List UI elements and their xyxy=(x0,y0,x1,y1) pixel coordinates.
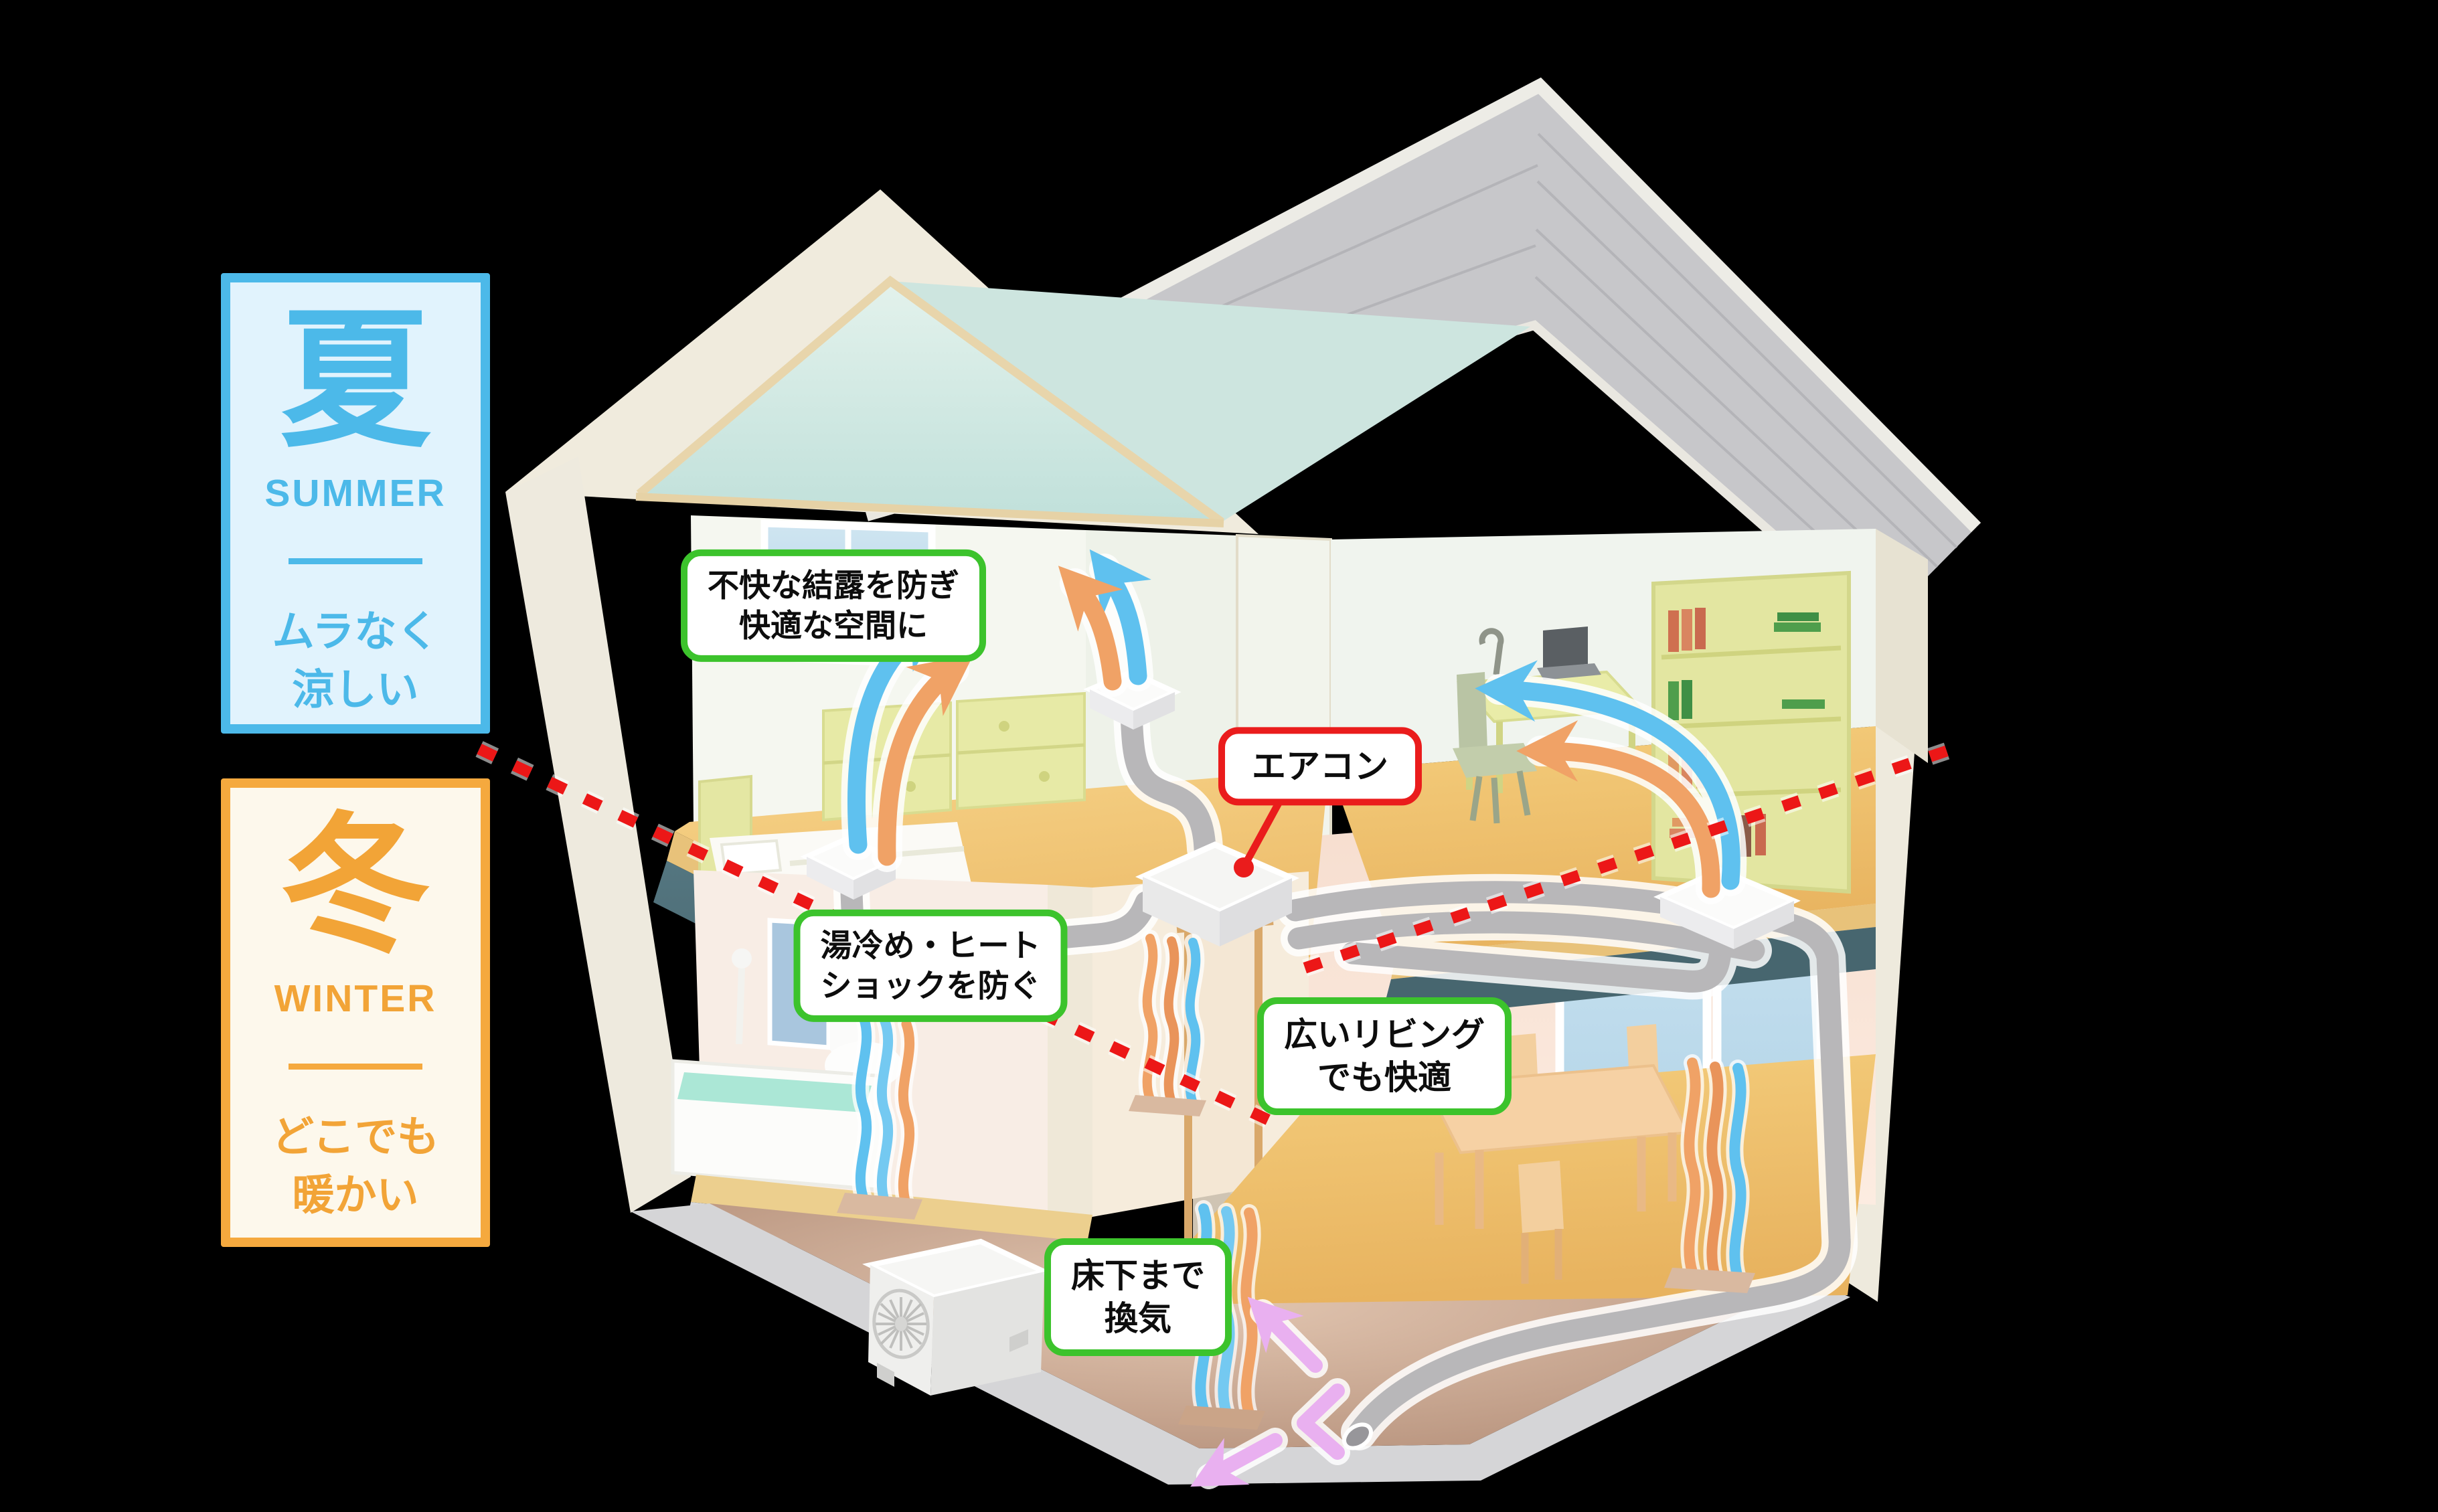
summer-description: ムラなく 涼しい xyxy=(272,608,439,714)
attic-floor-trim xyxy=(635,493,1224,527)
purple-arrow-down-left xyxy=(1190,1433,1283,1487)
steam-bath-blue2 xyxy=(876,1016,894,1207)
winter-en-label: WINTER xyxy=(274,977,437,1021)
arrow-study-orange xyxy=(1516,720,1720,898)
air-conditioner-unit xyxy=(1135,841,1299,946)
steam-living-back-orange2 xyxy=(1163,936,1180,1106)
study-side-wall xyxy=(1876,529,1928,763)
bath-water xyxy=(677,1072,872,1112)
callout-aircon: エアコン xyxy=(1218,727,1423,806)
gable-and-attic xyxy=(505,189,1530,534)
arrow-hall-orange xyxy=(1058,566,1123,691)
winter-kanji: 冬 xyxy=(280,801,431,970)
purple-chevron xyxy=(1297,1383,1345,1460)
outdoor-heat-pump-unit xyxy=(862,1238,1053,1396)
foundation xyxy=(631,1203,1850,1485)
callout-underfloor: 床下まで 換気 xyxy=(1044,1238,1232,1356)
dining-chair-front xyxy=(1518,1161,1564,1284)
aircon-pointer xyxy=(1234,801,1282,877)
steam-bath-orange xyxy=(898,1019,915,1210)
purple-arrow-up-left xyxy=(1247,1296,1323,1373)
steam-living-right-orange2 xyxy=(1706,1062,1724,1281)
duct-hall xyxy=(1120,697,1216,860)
desk-lamp-icon xyxy=(1479,628,1504,675)
callout-condensation: 不快な結露を防ぎ 快適な空間に xyxy=(681,549,986,663)
steam-living-right-blue xyxy=(1729,1063,1746,1282)
left-exterior-wall xyxy=(505,456,691,1213)
duct-living-ceiling xyxy=(1287,911,1765,962)
summer-en-label: SUMMER xyxy=(264,472,446,515)
summer-panel: 夏 SUMMER ムラなく 涼しい xyxy=(221,273,490,734)
arrow-study-blue xyxy=(1475,660,1740,890)
summer-kanji: 夏 xyxy=(280,296,431,465)
vent-grates xyxy=(837,1095,1755,1430)
arrow-bedroom-orange xyxy=(878,654,974,866)
attic-interior-right xyxy=(890,281,1530,522)
steam-bath-blue xyxy=(855,1012,872,1203)
duct-underfloor xyxy=(1284,881,1851,1444)
steam-living-right-orange xyxy=(1684,1058,1701,1277)
attic-interior xyxy=(639,281,1222,522)
callout-living: 広いリビング でも快適 xyxy=(1257,997,1512,1115)
unit-feet xyxy=(877,1329,1028,1387)
winter-description: どこでも 暖かい xyxy=(271,1114,440,1220)
fan-icon xyxy=(872,1288,930,1359)
bathtub xyxy=(671,1059,887,1192)
shower-icon xyxy=(732,948,752,1045)
attic-trim xyxy=(636,275,1224,526)
callout-heat-shock: 湯冷め・ヒート ショックを防ぐ xyxy=(793,909,1068,1023)
summer-divider xyxy=(289,558,422,565)
laptop-icon xyxy=(1543,626,1588,668)
winter-panel: 冬 WINTER どこでも 暖かい xyxy=(221,778,490,1247)
underfloor-airflow-arrows xyxy=(1190,1296,1350,1489)
steam-living-back-orange xyxy=(1142,934,1158,1104)
winter-divider xyxy=(289,1064,422,1070)
office-chair xyxy=(1453,672,1537,824)
